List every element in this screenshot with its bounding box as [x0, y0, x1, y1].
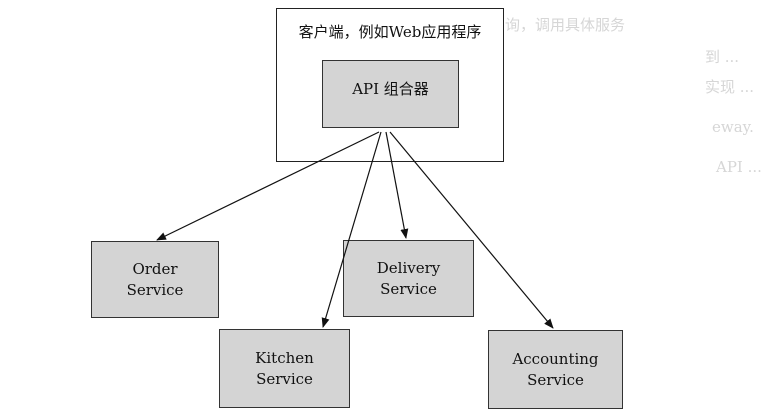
- order-service-box: Order Service: [91, 241, 219, 318]
- background-text-line: API ...: [716, 158, 762, 176]
- accounting-service-label-line1: Accounting: [512, 349, 599, 368]
- order-service-label-line2: Service: [126, 280, 184, 299]
- kitchen-service-label-line2: Service: [256, 369, 313, 388]
- arrow-to-delivery: [385, 131, 409, 239]
- delivery-service-label-line1: Delivery: [376, 258, 441, 277]
- api-composer-box: API 组合器: [322, 60, 459, 128]
- background-text-line: 询，调用具体服务: [505, 16, 626, 34]
- arrow-to-kitchen: [321, 131, 382, 328]
- background-text-line: 到 ...: [705, 48, 740, 66]
- kitchen-service-label-line1: Kitchen: [255, 348, 314, 367]
- kitchen-service-box: Kitchen Service: [219, 329, 350, 408]
- client-title: 客户端，例如Web应用程序: [298, 23, 482, 41]
- background-text-line: 实现 ...: [705, 78, 755, 96]
- accounting-service-box: Accounting Service: [488, 330, 623, 409]
- api-composer-label: API 组合器: [352, 80, 429, 98]
- order-service-label-line1: Order: [132, 259, 178, 278]
- arrow-to-order: [156, 131, 380, 241]
- background-text-line: eway.: [712, 118, 754, 136]
- accounting-service-label-line2: Service: [527, 370, 584, 389]
- arrow-to-accounting: [389, 131, 554, 329]
- delivery-service-box: Delivery Service: [343, 240, 474, 317]
- delivery-service-label-line2: Service: [380, 279, 437, 298]
